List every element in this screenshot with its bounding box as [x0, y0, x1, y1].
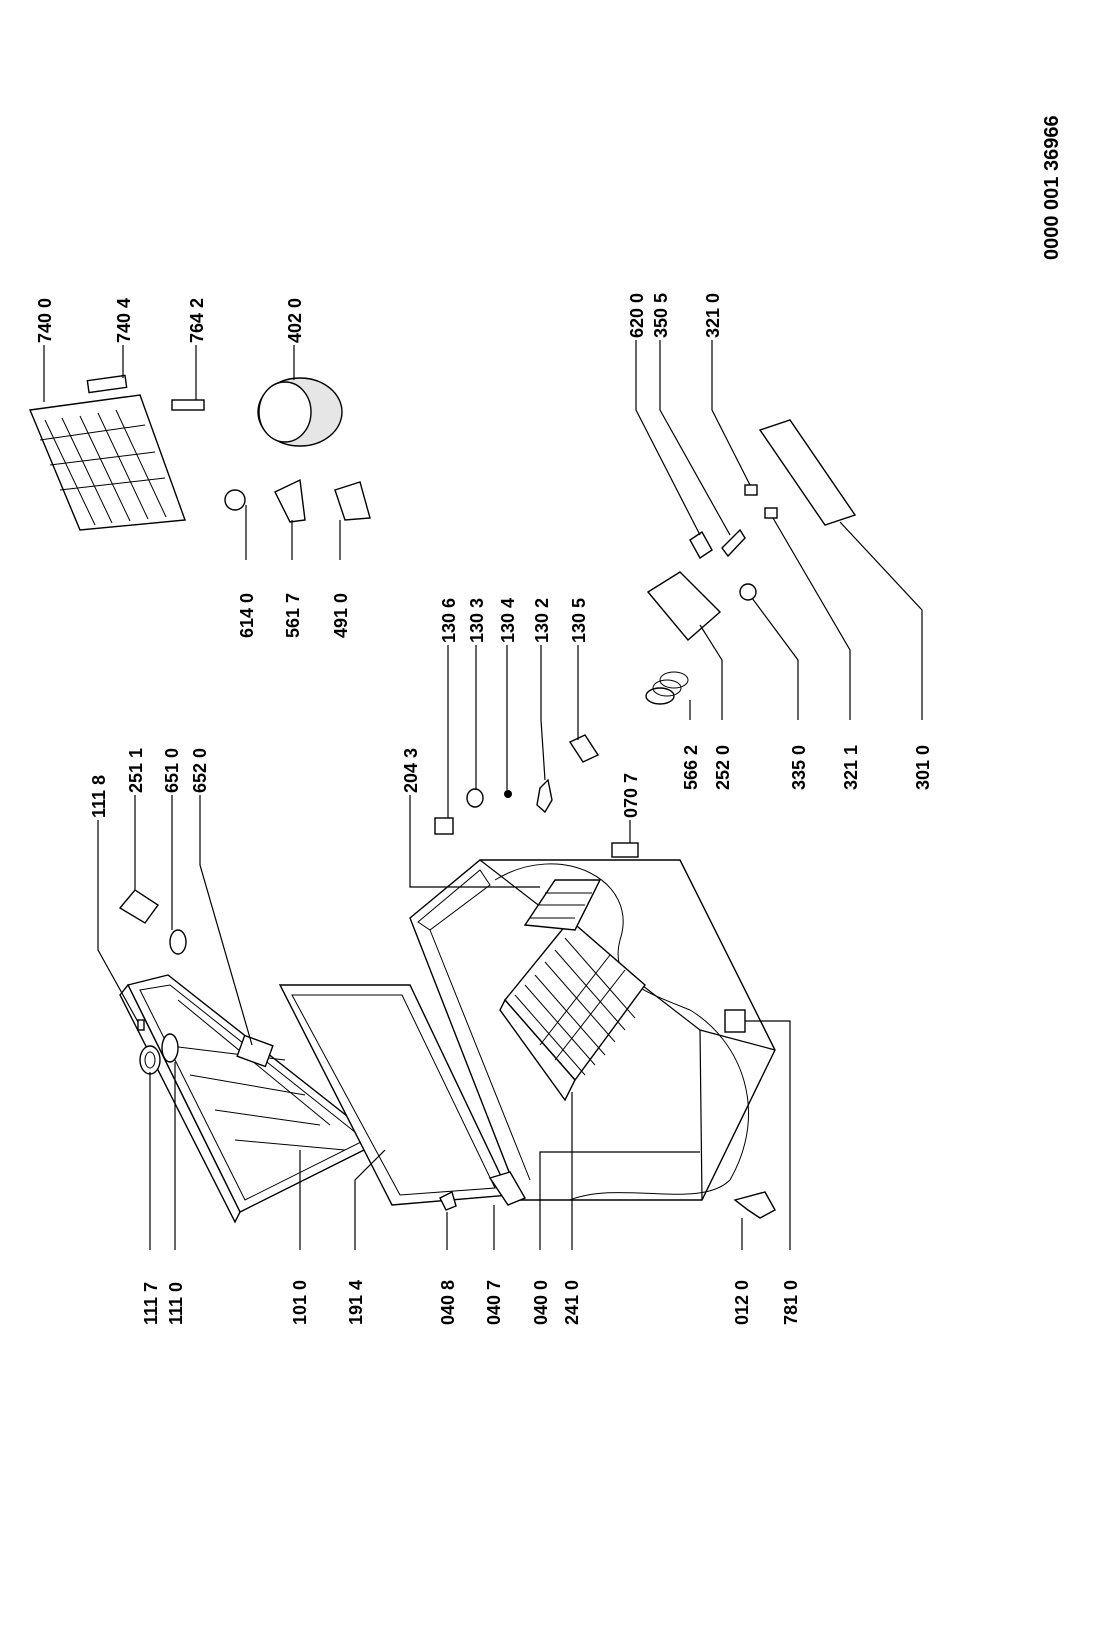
basket [499, 918, 646, 1102]
lid [119, 974, 382, 1224]
lid-knob [139, 1045, 161, 1075]
lamp [169, 929, 187, 955]
label-241-0: 241 0 [562, 1280, 582, 1325]
label-350-5: 350 5 [651, 293, 671, 338]
label-101-0: 101 0 [290, 1280, 310, 1325]
label-620-0: 620 0 [627, 293, 647, 338]
label-781-0: 781 0 [781, 1280, 801, 1325]
label-130-5: 130 5 [569, 598, 589, 643]
screw [504, 790, 512, 798]
label-740-0: 740 0 [35, 298, 55, 343]
leader-lines [43, 340, 923, 1250]
lid-lock [439, 1190, 457, 1211]
label-191-4: 191 4 [346, 1280, 366, 1325]
label-252-0: 252 0 [713, 745, 733, 790]
label-614-0: 614 0 [237, 593, 257, 638]
label-040-0: 040 0 [531, 1280, 551, 1325]
switch [689, 530, 713, 560]
stay-bracket [568, 734, 600, 763]
thermostat-housing [646, 571, 722, 641]
document-code: 0000 001 36966 [1041, 115, 1063, 260]
lid-lock-mechanism [161, 1033, 179, 1063]
label-321-0: 321 0 [703, 293, 723, 338]
label-070-7: 070 7 [621, 773, 641, 818]
label-251-1: 251 1 [126, 748, 146, 793]
hinge [733, 1191, 776, 1219]
label-012-0: 012 0 [732, 1280, 752, 1325]
label-130-3: 130 3 [467, 598, 487, 643]
label-204-3: 204 3 [401, 748, 421, 793]
control-panel [758, 419, 857, 526]
label-321-1: 321 1 [841, 745, 861, 790]
label-651-0: 651 0 [162, 748, 182, 793]
label-561-7: 561 7 [283, 593, 303, 638]
label-740-4: 740 4 [114, 298, 134, 343]
label-111-7: 111 7 [141, 1282, 161, 1325]
indicator-lamp-red [764, 507, 778, 519]
label-764-2: 764 2 [187, 298, 207, 343]
indicator-lamp-green [744, 484, 758, 496]
lid-stay [536, 778, 553, 814]
label-301-0: 301 0 [913, 745, 933, 790]
drain-plug [611, 842, 639, 858]
thermostat-knob [739, 583, 757, 601]
part-labels: 111 7 111 0 101 0 191 4 040 8 040 7 040 … [35, 293, 933, 1325]
cable-connector [721, 528, 746, 558]
lid-handle [488, 1171, 527, 1206]
relay [224, 489, 246, 511]
label-040-8: 040 8 [438, 1280, 458, 1325]
label-402-0: 402 0 [285, 298, 305, 343]
label-040-7: 040 7 [484, 1280, 504, 1325]
relay-cover [334, 481, 371, 521]
overload-protector [274, 478, 306, 523]
label-130-6: 130 6 [439, 598, 459, 643]
divider-shelf [523, 879, 602, 931]
label-491-0: 491 0 [331, 593, 351, 638]
lid-pin [137, 1019, 145, 1031]
label-566-2: 566 2 [681, 745, 701, 790]
label-335-0: 335 0 [789, 745, 809, 790]
thermostat-spring [645, 671, 689, 705]
spring-clip [466, 788, 484, 808]
filter-drier [171, 399, 205, 411]
light-cover [118, 889, 159, 924]
stop-pin [434, 817, 454, 835]
foot [724, 1009, 746, 1033]
label-652-0: 652 0 [190, 748, 210, 793]
compressor [257, 377, 343, 447]
label-111-0: 111 0 [166, 1282, 186, 1325]
condenser [29, 394, 186, 531]
condenser-bracket [86, 374, 128, 394]
label-130-4: 130 4 [498, 598, 518, 643]
label-130-2: 130 2 [532, 598, 552, 643]
label-111-8: 111 8 [89, 775, 109, 818]
